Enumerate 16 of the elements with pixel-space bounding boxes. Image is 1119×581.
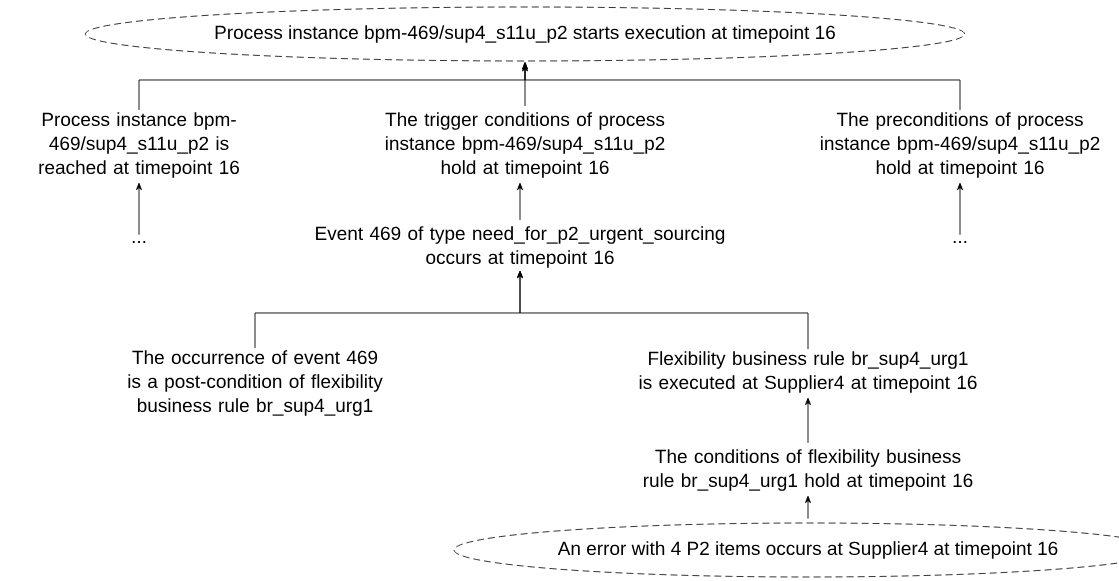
arrow (522, 62, 961, 111)
arrow (957, 182, 963, 236)
ellipsis-text: ... (953, 241, 967, 243)
statement-text: The trigger conditions of process instance bpm-469/sup4_s11u_p2 hold at timepoint 16 (385, 112, 665, 178)
statement-text: The preconditions of process instance bpm-469/sup4_s11u_p2 hold at timepoint 16 (820, 112, 1100, 178)
statement-text: Process instance bpm-469/sup4_s11u_p2 is reached at timepoint 16 (39, 112, 239, 178)
statement-text: The occurrence of event 469 is a post-condition of flexibility business rule br_sup4_urg1 (128, 350, 383, 416)
statement-text: Flexibility business rule br_sup4_urg1 is executed at Supplier4 at timepoint 16 (639, 351, 977, 393)
arrow (136, 182, 142, 236)
arrow (805, 495, 811, 520)
ellipsis-text: ... (132, 241, 146, 243)
statement-text: The conditions of flexibility business rule br_sup4_urg1 hold at timepoint 16 (643, 449, 973, 491)
arrow (517, 182, 523, 221)
arrow (517, 270, 809, 350)
arrow (805, 397, 811, 444)
statement-text: Event 469 of type need_for_p2_urgent_sourcing occurs at timepoint 16 (316, 226, 725, 268)
